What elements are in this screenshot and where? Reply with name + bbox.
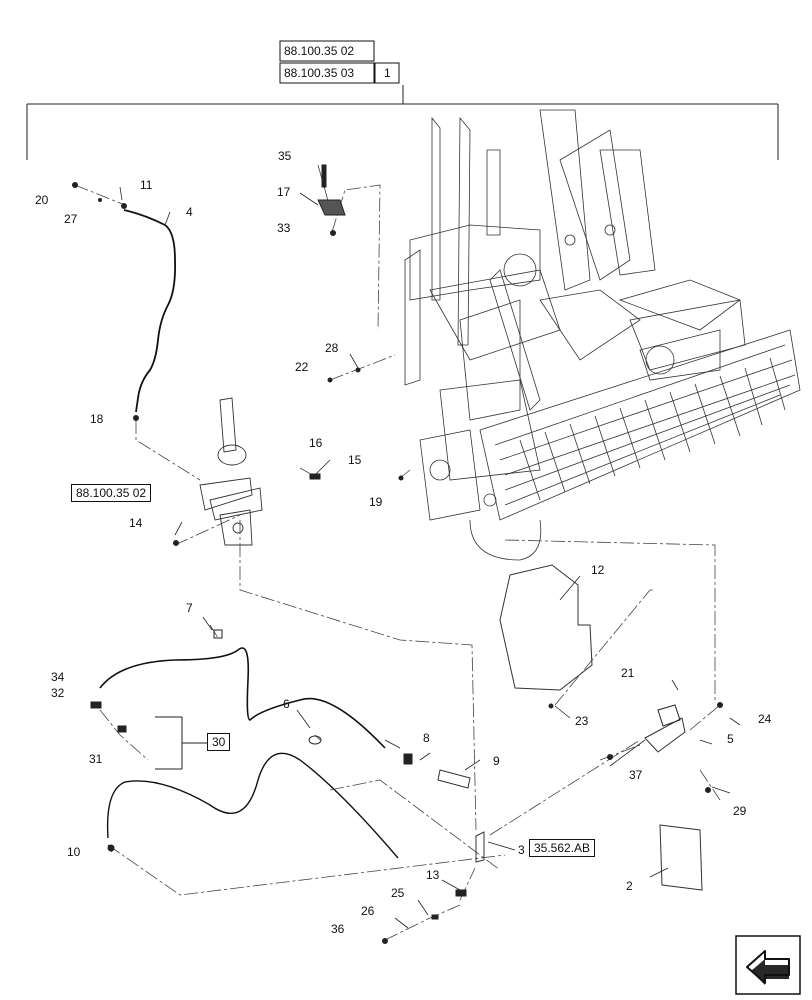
callout-35: 35: [278, 149, 292, 163]
leader-lines: [107, 186, 741, 929]
callout-36: 36: [331, 922, 345, 936]
callout-21: 21: [621, 666, 635, 680]
cylinder-3: [475, 831, 485, 863]
callout-37: 37: [629, 768, 643, 782]
header-ref-88-100-35-03[interactable]: 88.100.35 03: [284, 66, 355, 80]
pin-9: [437, 769, 471, 789]
callout-18: 18: [90, 412, 104, 426]
callout-12: 12: [591, 563, 605, 577]
header-ref-count: 1: [384, 66, 391, 80]
callout-33: 33: [277, 221, 291, 235]
cylinder-reference-box[interactable]: 35.562.AB: [529, 839, 596, 857]
bracket-37: [644, 717, 686, 753]
previous-page-arrow-icon[interactable]: [735, 935, 801, 995]
callout-3: 3: [518, 843, 525, 857]
callout-26: 26: [361, 904, 375, 918]
callout-24: 24: [758, 712, 772, 726]
assembly-bracket: [26, 85, 779, 160]
lever-assembly: [199, 397, 263, 546]
callout-8: 8: [423, 731, 430, 745]
callout-6: 6: [283, 697, 290, 711]
callout-19: 19: [369, 495, 383, 509]
callout-32: 32: [51, 686, 65, 700]
callout-10: 10: [67, 845, 81, 859]
callout-4: 4: [186, 205, 193, 219]
callout-20: 20: [35, 193, 49, 207]
hose-34: [99, 647, 386, 749]
callout-13: 13: [426, 868, 440, 882]
hydraulic-line-4: [123, 209, 177, 413]
fasteners: [72, 164, 723, 944]
callout-29: 29: [733, 804, 747, 818]
group-bracket-30: [155, 716, 208, 770]
callout-22: 22: [295, 360, 309, 374]
pickup-reel-illustration: [479, 329, 801, 521]
hose-31: [106, 752, 399, 859]
callout-2: 2: [626, 879, 633, 893]
cover-plate-12: [499, 564, 593, 691]
callout-28: 28: [325, 341, 339, 355]
callout-14: 14: [129, 516, 143, 530]
callout-27: 27: [64, 212, 78, 226]
callout-34: 34: [51, 670, 65, 684]
lever-reference-box[interactable]: 88.100.35 02: [71, 484, 152, 502]
baler-frame-illustration: [404, 109, 746, 561]
header-ref-88-100-35-02[interactable]: 88.100.35 02: [284, 44, 355, 58]
callout-17: 17: [277, 185, 291, 199]
callout-11: 11: [140, 178, 153, 192]
callout-16: 16: [309, 436, 323, 450]
callout-9: 9: [493, 754, 500, 768]
decal-2: [659, 824, 703, 891]
callout-31: 31: [89, 752, 103, 766]
group-30-box[interactable]: 30: [207, 733, 231, 751]
connection-lines: [74, 164, 721, 941]
callout-23: 23: [575, 714, 589, 728]
callout-25: 25: [391, 886, 405, 900]
callout-5: 5: [727, 732, 734, 746]
callout-15: 15: [348, 453, 362, 467]
callout-7: 7: [186, 601, 193, 615]
